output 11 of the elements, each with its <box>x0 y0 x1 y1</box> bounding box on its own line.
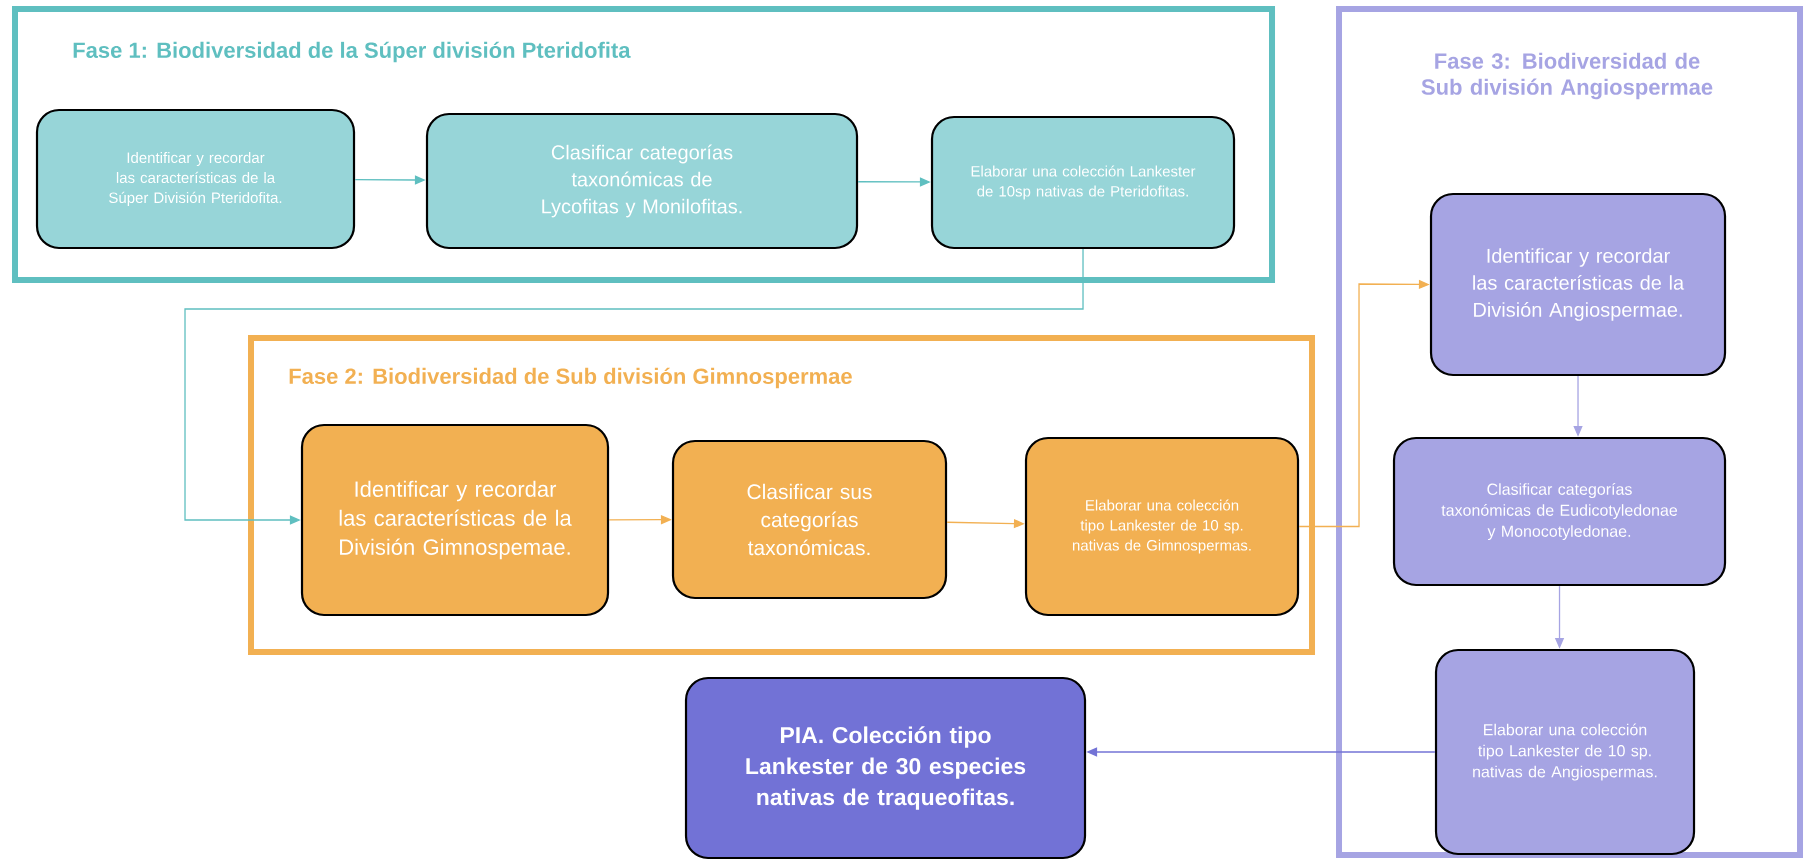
process-box: Elaborar una colección Lankester de 10sp nativas de Pteridofitas. <box>930 115 1236 250</box>
process-box: Clasificar sus categorías taxonómicas. <box>671 439 948 600</box>
process-box: Elaborar una colección tipo Lankester de 10 sp. nativas de Gimnospermas. <box>1024 436 1300 617</box>
process-box: Identificar y recordar las características de la División Gimnospemae. <box>300 423 610 617</box>
process-box: Identificar y recordar las características de la División Angiospermae. <box>1429 192 1727 377</box>
arrow <box>184 248 1084 525</box>
process-box: Identificar y recordar las características de la Súper División Pteridofita. <box>35 108 356 250</box>
process-box: Clasificar categorías taxonómicas de Eudicotyledonae y Monocotyledonae. <box>1392 436 1727 587</box>
process-box: Elaborar una colección tipo Lankester de 10 sp. nativas de Angiospermas. <box>1434 648 1696 856</box>
result-box: PIA. Colección tipo Lankester de 30 especies nativas de traqueofitas. <box>684 676 1087 860</box>
process-box: Clasificar categorías taxonómicas de Lycofitas y Monilofitas. <box>425 112 859 250</box>
